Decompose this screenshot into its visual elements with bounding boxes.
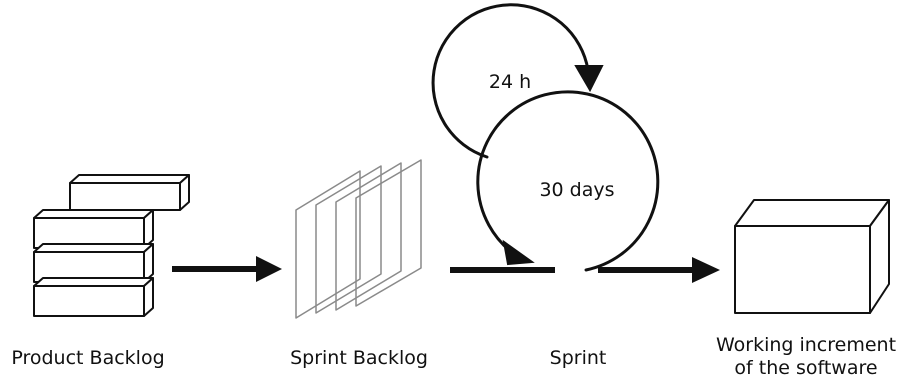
sprint-loop-arrowhead bbox=[502, 239, 535, 266]
working-increment-label-line2: of the software bbox=[734, 357, 878, 379]
arrow-to-sprint-backlog bbox=[172, 256, 282, 282]
working-increment-icon bbox=[734, 199, 890, 314]
daily-cycle-label: 24 h bbox=[488, 71, 532, 93]
sprint-backlog-label: Sprint Backlog bbox=[290, 347, 428, 369]
sprint-label: Sprint bbox=[549, 347, 607, 369]
working-increment-label: Working increment of the software bbox=[712, 334, 900, 380]
daily-loop-arrowhead bbox=[574, 65, 604, 93]
working-increment-label-line1: Working increment bbox=[715, 334, 897, 356]
sprint-backlog-icon bbox=[295, 159, 422, 319]
sprint-loop bbox=[476, 90, 660, 272]
sprint-cycle-icon bbox=[431, 3, 660, 273]
arrow-to-working-increment bbox=[598, 257, 720, 283]
product-backlog-label: Product Backlog bbox=[11, 347, 165, 369]
daily-loop bbox=[431, 3, 590, 159]
product-backlog-icon bbox=[33, 174, 190, 317]
sprint-cycle-label: 30 days bbox=[539, 179, 615, 201]
